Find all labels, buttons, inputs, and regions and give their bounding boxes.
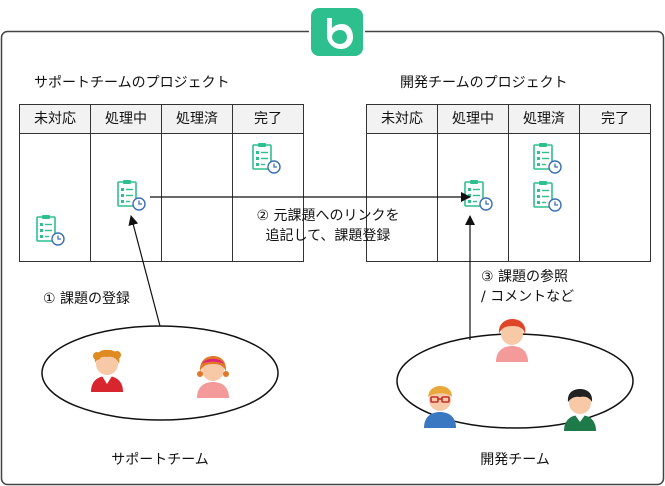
dev-team-label: 開発チーム (480, 452, 550, 468)
support-team-ellipse (41, 325, 279, 421)
dev-board: 未対応 処理中 処理済 完了 (366, 104, 651, 262)
issue-card-icon (36, 215, 65, 246)
step1-label: ① 課題の登録 (43, 291, 131, 307)
support-board: 未対応 処理中 処理済 完了 (19, 104, 304, 262)
support-team-label: サポートチーム (111, 452, 209, 468)
support-member-avatar-icon (91, 349, 123, 392)
register-arrow (128, 215, 161, 327)
step3-label-line2: / コメントなど (481, 289, 575, 305)
support-board-title: サポートチームのプロジェクト (34, 75, 230, 91)
step2-label-line1: ② 元課題へのリンクを (256, 208, 400, 224)
support-col-header: 処理済 (162, 105, 233, 134)
dev-board-title: 開発チームのプロジェクト (400, 75, 568, 91)
dev-member-avatar-icon (424, 386, 456, 428)
support-member-avatar-icon (197, 356, 229, 398)
issue-card-icon (533, 143, 562, 174)
dev-col-header: 完了 (580, 105, 650, 134)
support-col (20, 134, 91, 261)
issue-card-icon (252, 143, 281, 174)
support-col-header: 未対応 (20, 105, 91, 134)
step2-label-line2: 追記して、課題登録 (265, 228, 391, 244)
support-col-header: 完了 (233, 105, 303, 134)
dev-col-header: 処理中 (438, 105, 509, 134)
dev-col-header: 処理済 (509, 105, 580, 134)
issue-card-icon (117, 180, 146, 211)
dev-col (509, 134, 580, 261)
dev-col-header: 未対応 (367, 105, 438, 134)
step3-label-line1: ③ 課題の参照 (481, 269, 569, 285)
dev-member-avatar-icon (496, 319, 528, 362)
backlog-logo-icon (309, 6, 365, 58)
support-col-header: 処理中 (91, 105, 162, 134)
issue-card-icon (533, 181, 562, 212)
dev-col (438, 134, 509, 261)
dev-member-avatar-icon (564, 389, 596, 431)
